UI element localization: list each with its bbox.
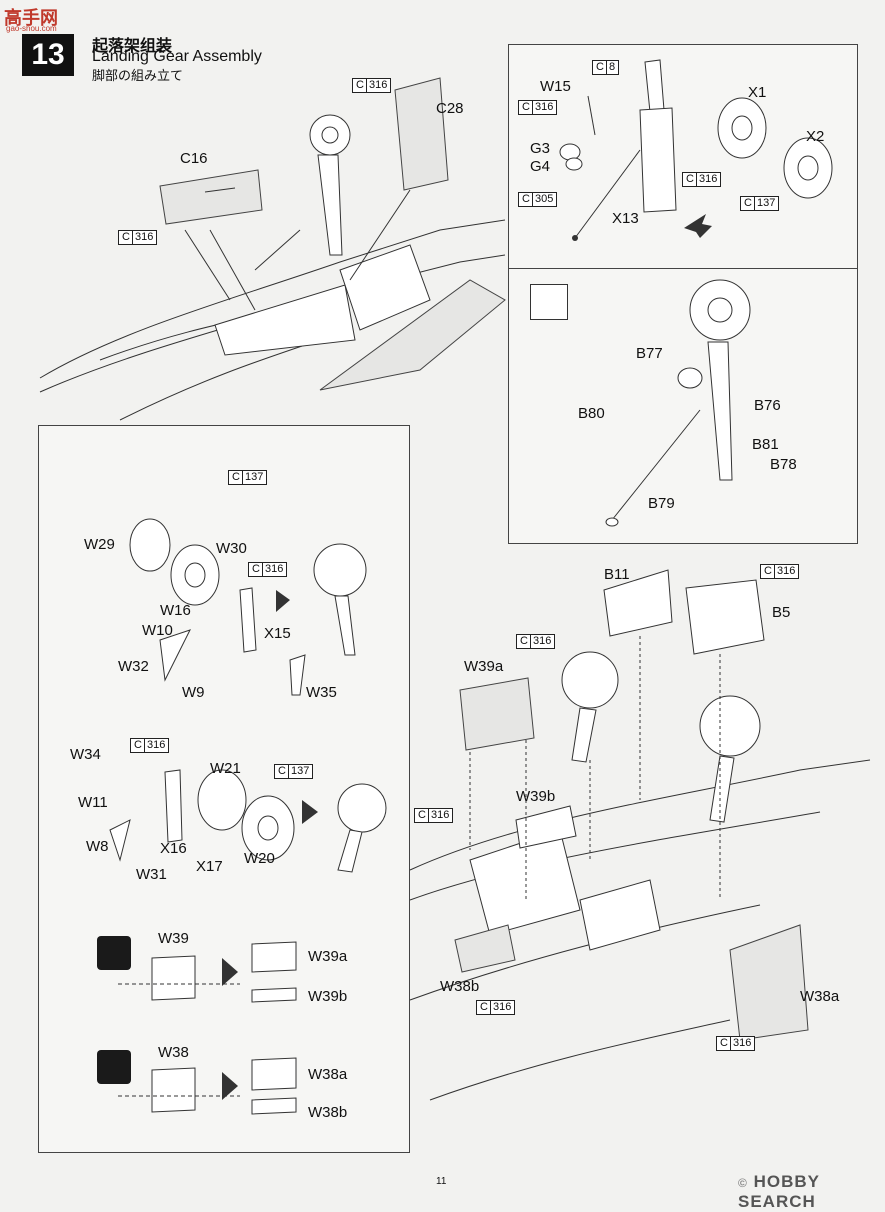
part-label: W10: [142, 622, 173, 639]
part-label: W39a: [308, 948, 348, 965]
part-label: C28: [436, 100, 464, 117]
step-number: 13: [22, 34, 74, 76]
part-label: B78: [770, 456, 797, 473]
step-title-zh: 起落架组装: [92, 38, 173, 55]
part-label: B77: [636, 345, 663, 362]
part-label: W15: [540, 78, 571, 95]
part-label: B5: [772, 604, 791, 621]
part-label: W39b: [308, 988, 348, 1005]
part-label: W38b: [308, 1104, 348, 1121]
part-label: X1: [748, 84, 767, 101]
step-title-jp: 脚部の組み立て: [92, 68, 184, 83]
part-label: W38b: [440, 978, 480, 995]
part-label: G3: [530, 140, 551, 157]
part-label: B11: [604, 566, 630, 583]
part-label: X16: [160, 840, 187, 857]
page-number: 11: [436, 1176, 447, 1187]
part-label: W16: [160, 602, 191, 619]
part-label: X13: [612, 210, 639, 227]
part-label: W39b: [516, 788, 556, 805]
part-label: W38: [158, 1044, 189, 1061]
marking-option-icon: [530, 284, 568, 320]
part-label: X17: [196, 858, 223, 875]
part-label: W31: [136, 866, 167, 883]
part-label: W32: [118, 658, 149, 675]
part-label: W38a: [800, 988, 840, 1005]
cut-icon: [97, 1050, 131, 1084]
site-logo: 高手网: [4, 8, 58, 29]
part-label: W29: [84, 536, 115, 553]
part-label: W11: [78, 794, 108, 811]
site-url: gao-shou.com: [6, 24, 57, 33]
part-label: W39a: [464, 658, 504, 675]
part-label: W39: [158, 930, 189, 947]
part-label: W9: [182, 684, 205, 701]
part-label: X15: [264, 625, 291, 642]
part-label: W34: [70, 746, 101, 763]
part-label: W30: [216, 540, 247, 557]
part-label: W35: [306, 684, 337, 701]
part-label: B80: [578, 405, 605, 422]
part-label: W20: [244, 850, 275, 867]
step-title-en: Landing Gear Assembly: [92, 48, 262, 65]
part-label: B81: [752, 436, 779, 453]
part-label: W38a: [308, 1066, 348, 1083]
part-label: W21: [210, 760, 241, 777]
cut-icon: [97, 936, 131, 970]
part-label: B79: [648, 495, 675, 512]
watermark: © HOBBY SEARCH: [738, 1172, 820, 1211]
part-label: X2: [806, 128, 825, 145]
part-label: B76: [754, 397, 781, 414]
part-label: G4: [530, 158, 551, 175]
part-label: W8: [86, 838, 109, 855]
part-label: C16: [180, 150, 208, 167]
